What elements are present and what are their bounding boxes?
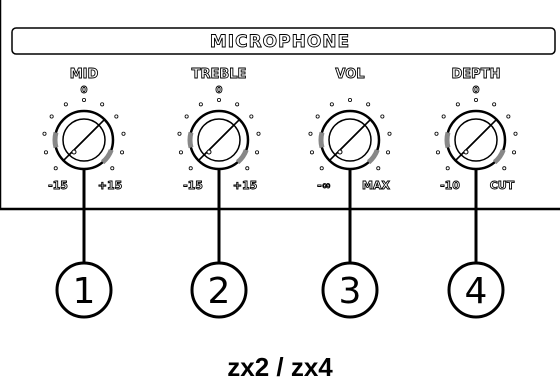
tick-dot [53, 166, 58, 171]
knob-index-dot [71, 149, 77, 155]
knob-index-dot [463, 149, 469, 155]
tick-dot [387, 131, 392, 136]
tick-dot [188, 166, 193, 171]
tick-dot [434, 131, 439, 136]
knob-marker-left [318, 131, 325, 149]
tick-dot [100, 102, 105, 107]
tick-dot [502, 166, 507, 171]
tick-dot [120, 150, 125, 155]
knob-1[interactable]: MID 0 -15 +15 1 [42, 67, 126, 319]
panel-outline [0, 0, 560, 211]
tick-dot [110, 166, 115, 171]
knob-marker-right [366, 148, 380, 165]
knob-min-value: -∞ [317, 179, 331, 192]
tick-dot [256, 131, 261, 136]
knob-label: DEPTH [452, 67, 501, 82]
tick-dot [319, 166, 324, 171]
knob-index-dot [337, 149, 343, 155]
tick-dot [445, 166, 450, 171]
tick-dot [506, 114, 511, 119]
tick-dot [198, 102, 203, 107]
knob-marker-right [235, 148, 249, 165]
panel-title-strip [11, 27, 556, 55]
tick-dot [366, 102, 371, 107]
callout-number: 1 [73, 271, 96, 312]
tick-dot [42, 131, 47, 136]
tick-dot [492, 102, 497, 107]
tick-dot [308, 131, 313, 136]
tick-dot [245, 166, 250, 171]
tick-dot [380, 114, 385, 119]
tick-dot [441, 114, 446, 119]
callout-circle [55, 261, 113, 319]
knob-pointer-line [333, 118, 372, 157]
tick-dot [49, 114, 54, 119]
knob-min-value: -10 [440, 179, 460, 192]
knob-marker-left [187, 131, 194, 149]
tick-dot [82, 98, 87, 103]
knob-marker-right [100, 148, 114, 165]
tick-dot [235, 102, 240, 107]
knob-label: TREBLE [192, 67, 247, 82]
knob-min-value: -15 [183, 179, 203, 192]
callout-circle [447, 261, 505, 319]
knob-4[interactable]: DEPTH 0 -10 CUT 4 [434, 67, 518, 319]
knob-marker-left [52, 131, 59, 149]
tick-dot [178, 150, 183, 155]
knob-2[interactable]: TREBLE 0 -15 +15 2 [177, 67, 261, 319]
knob-max-value: MAX [362, 179, 390, 192]
tick-dot [114, 114, 119, 119]
tick-dot [216, 98, 221, 103]
tick-dot [249, 114, 254, 119]
tick-dot [43, 150, 48, 155]
knob-max-value: +15 [98, 179, 123, 192]
callout-circle [190, 261, 248, 319]
panel-title: MICROPHONE [210, 32, 350, 52]
knob-center-value: 0 [81, 85, 88, 96]
callout-number: 3 [339, 271, 362, 312]
knob-center-value: 0 [473, 85, 480, 96]
tick-dot [347, 98, 352, 103]
knob-pointer-line [67, 118, 106, 157]
tick-dot [386, 150, 391, 155]
knob-marker-left [444, 131, 451, 149]
tick-dot [455, 102, 460, 107]
tick-dot [184, 114, 189, 119]
tick-dot [376, 166, 381, 171]
tick-dot [435, 150, 440, 155]
tick-dot [255, 150, 260, 155]
tick-dot [309, 150, 314, 155]
knob-max-value: CUT [490, 179, 515, 192]
model-label: zx2 / zx4 [227, 352, 333, 382]
knob-pointer-line [202, 118, 241, 157]
callout-number: 4 [465, 271, 488, 312]
knob-label: MID [70, 67, 99, 82]
callout-number: 2 [208, 271, 231, 312]
tick-dot [473, 98, 478, 103]
tick-dot [513, 131, 518, 136]
knob-min-value: -15 [48, 179, 68, 192]
knob-max-value: +15 [233, 179, 258, 192]
callout-circle [321, 261, 379, 319]
tick-dot [121, 131, 126, 136]
knob-label: VOL [335, 67, 364, 82]
knob-index-dot [206, 149, 212, 155]
tick-dot [315, 114, 320, 119]
tick-dot [63, 102, 68, 107]
knob-marker-right [492, 148, 506, 165]
knob-pointer-line [459, 118, 498, 157]
tick-dot [512, 150, 517, 155]
knob-3[interactable]: VOL -∞ MAX 3 [308, 67, 392, 319]
tick-dot [329, 102, 334, 107]
knob-center-value: 0 [216, 85, 223, 96]
tick-dot [177, 131, 182, 136]
